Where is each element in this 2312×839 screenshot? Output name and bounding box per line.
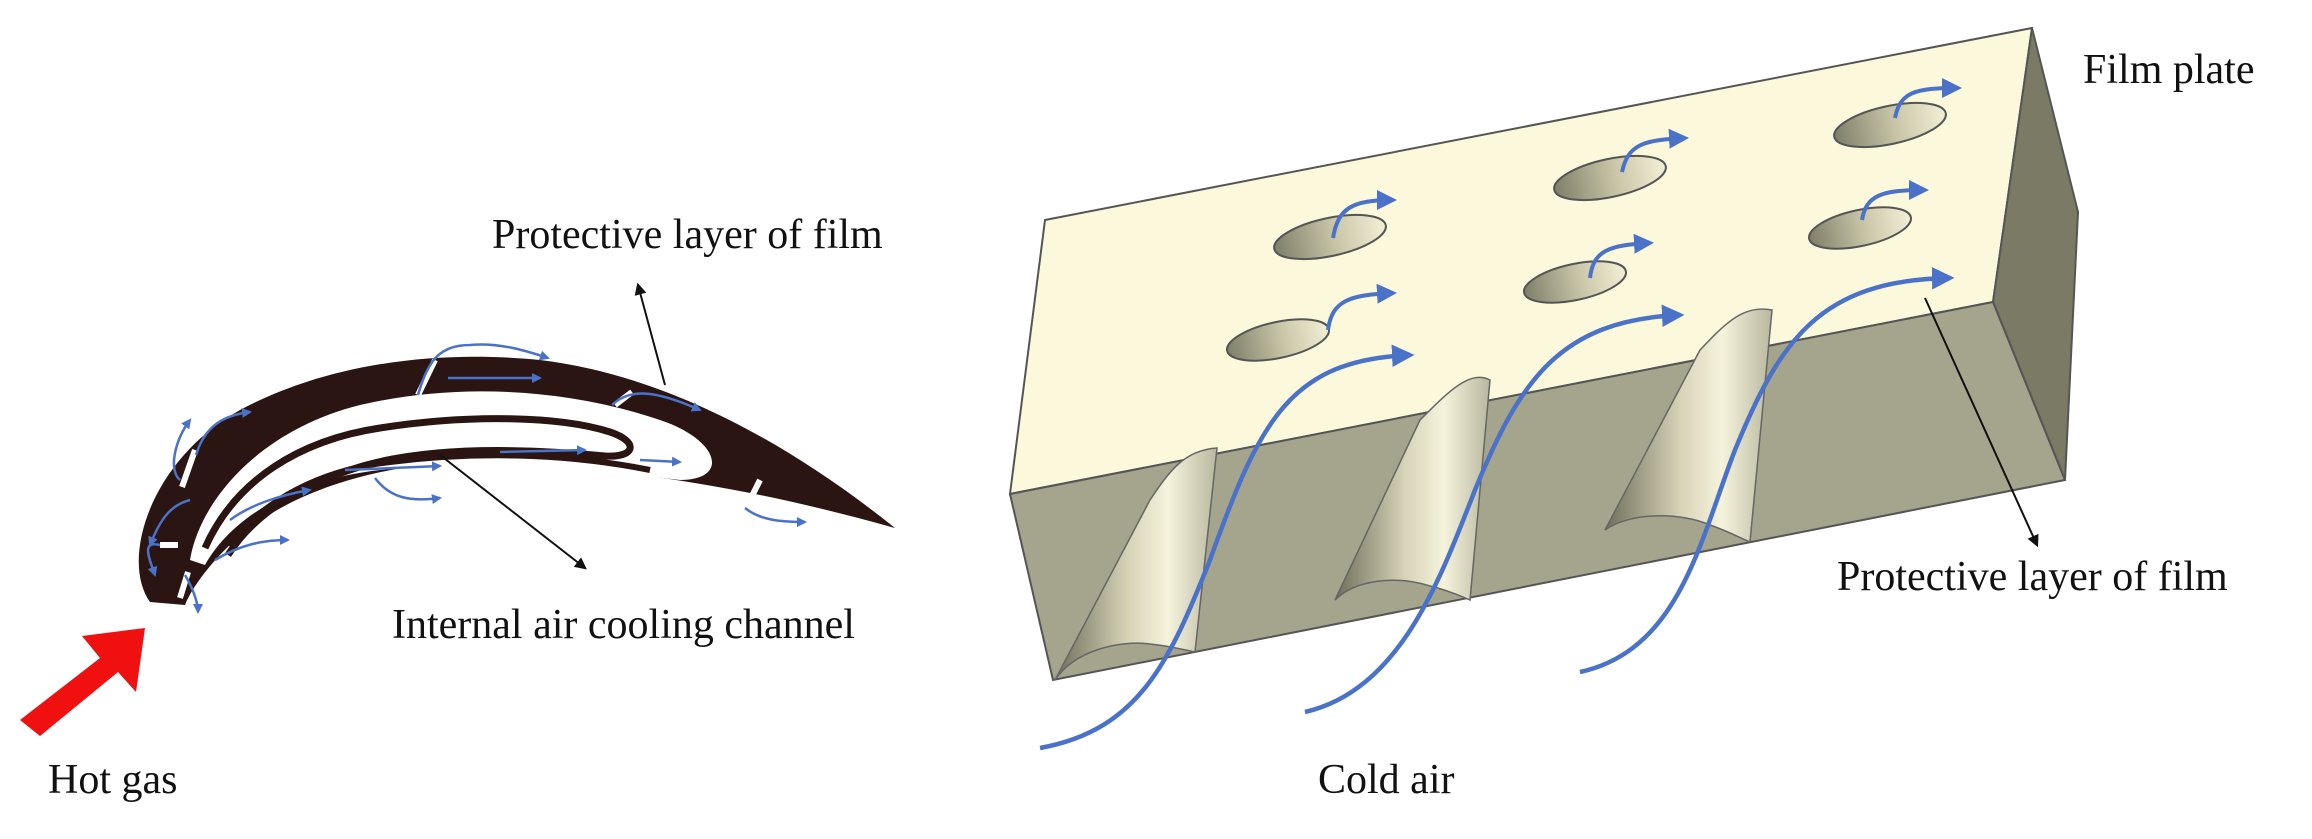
hole-row-2 <box>1225 206 1913 362</box>
airfoil-cavity <box>190 391 713 565</box>
label-protective-layer-right: Protective layer of film <box>1837 554 2228 600</box>
hole-flow-arrows <box>1326 78 1962 331</box>
internal-channel-leader <box>439 454 587 570</box>
label-film-plate: Film plate <box>2083 47 2255 93</box>
label-protective-layer-left: Protective layer of film <box>492 212 883 258</box>
label-hot-gas: Hot gas <box>48 757 178 803</box>
hole-row-1 <box>1273 101 1947 261</box>
label-internal-channel: Internal air cooling channel <box>392 602 855 648</box>
film-holes-top <box>1225 101 1947 362</box>
label-cold-air: Cold air <box>1318 757 1454 803</box>
protective-layer-left-leader <box>634 282 666 386</box>
protective-layer-right-leader <box>1924 297 2039 548</box>
internal-channel-wall-2 <box>225 452 651 547</box>
turbine-blade <box>20 282 895 736</box>
hot-gas-arrow-icon <box>20 628 145 736</box>
blade-flow-arrows <box>146 343 807 614</box>
plate-front-face <box>1008 300 2067 682</box>
film-plate-block <box>1008 26 2080 751</box>
cold-air-arrows <box>1039 267 1955 751</box>
